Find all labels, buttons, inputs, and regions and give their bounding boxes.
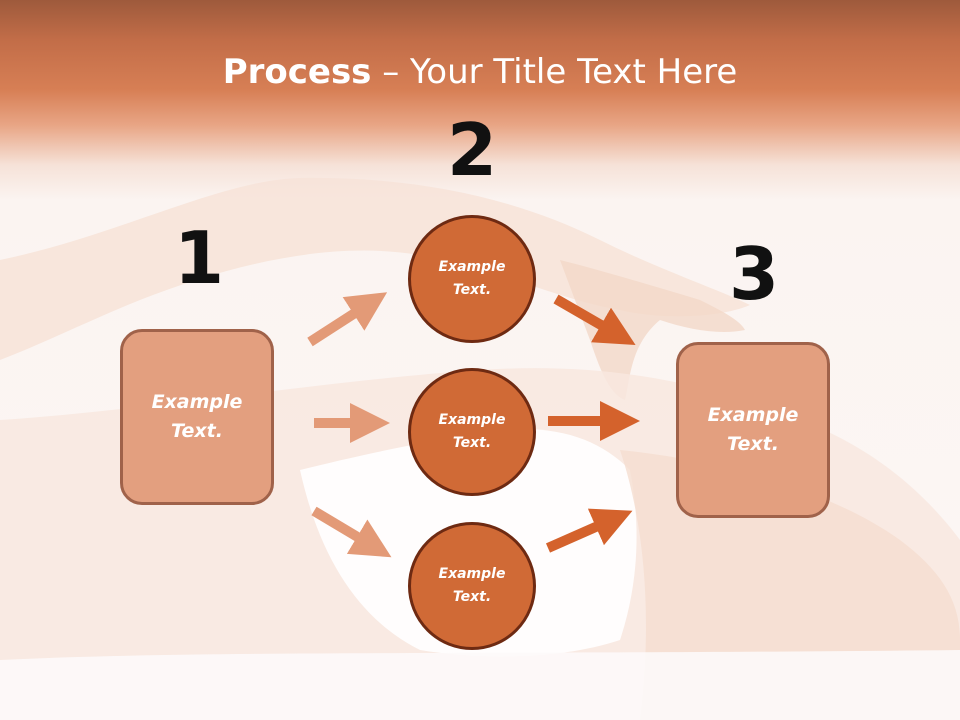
step-1-label: Example Text. bbox=[151, 391, 243, 442]
title-rest: – Your Title Text Here bbox=[371, 52, 738, 92]
arrow-box1-to-bottom bbox=[311, 506, 392, 558]
circle-bottom[interactable]: Example Text. bbox=[408, 522, 536, 650]
step-3-label: Example Text. bbox=[707, 404, 799, 455]
circle-top-label: Example Text. bbox=[438, 259, 506, 298]
arrow-top-to-box3 bbox=[553, 294, 636, 346]
arrow-bottom-to-box3 bbox=[545, 508, 633, 553]
slide-title: Process – Your Title Text Here bbox=[0, 52, 960, 92]
circle-bottom-label: Example Text. bbox=[438, 566, 506, 605]
step-number-2: 2 bbox=[446, 108, 498, 192]
step-number-1: 1 bbox=[173, 216, 225, 300]
title-bold: Process bbox=[222, 52, 372, 92]
circle-middle[interactable]: Example Text. bbox=[408, 368, 536, 496]
step-1-box[interactable]: Example Text. bbox=[120, 329, 274, 505]
circle-middle-label: Example Text. bbox=[438, 412, 506, 451]
arrow-box1-to-top bbox=[307, 292, 388, 347]
step-number-3: 3 bbox=[728, 232, 780, 316]
step-3-box[interactable]: Example Text. bbox=[676, 342, 830, 518]
circle-top[interactable]: Example Text. bbox=[408, 215, 536, 343]
